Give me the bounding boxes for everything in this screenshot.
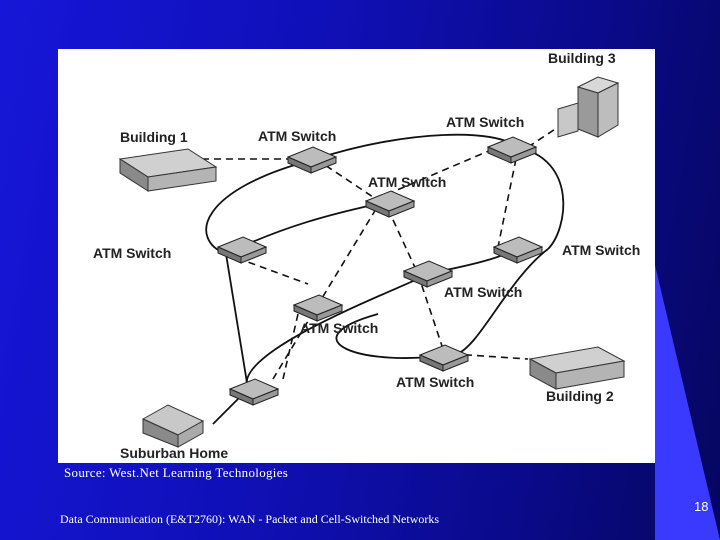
atm-switch-icon [486, 136, 538, 164]
link-solid [315, 133, 517, 160]
atm-switch-label: ATM Switch [258, 128, 336, 144]
link-solid [205, 158, 317, 255]
atm-switch-label: ATM Switch [444, 284, 522, 300]
atm-switch-label: ATM Switch [300, 320, 378, 336]
atm-switch-label: ATM Switch [368, 174, 446, 190]
suburban-home-label: Suburban Home [120, 445, 228, 461]
atm-switch-icon [216, 236, 268, 264]
atm-switch-label: ATM Switch [93, 245, 171, 261]
link-solid [455, 248, 549, 355]
diagram-panel [58, 49, 655, 463]
link-dashed [387, 208, 419, 275]
link-dashed [417, 273, 444, 350]
atm-switches [216, 136, 544, 406]
atm-switch-icon [286, 146, 338, 174]
link-dashed [527, 123, 564, 148]
atm-switch-icon [364, 190, 416, 218]
atm-switch-icon [492, 236, 544, 264]
building-1-icon [118, 148, 218, 192]
suburban-home-icon [141, 404, 205, 448]
link-dashed [282, 313, 299, 380]
building-3-label: Building 3 [548, 50, 616, 66]
network-diagram: Building 3 Building 1 Building 2 Suburba… [93, 50, 640, 461]
building-3-icon [557, 76, 620, 138]
atm-switch-icon [418, 344, 470, 372]
atm-switch-label: ATM Switch [446, 114, 524, 130]
atm-switch-label: ATM Switch [396, 374, 474, 390]
footer-title: Data Communication (E&T2760): WAN - Pack… [60, 512, 440, 526]
link-solid [515, 146, 565, 250]
link-solid [225, 253, 249, 390]
atm-switch-icon [292, 294, 344, 322]
link-dashed [272, 208, 377, 380]
building-2-label: Building 2 [546, 388, 614, 404]
page-number: 18 [694, 499, 709, 514]
building-2-icon [528, 346, 626, 390]
building-1-label: Building 1 [120, 129, 188, 145]
link-dashed [375, 146, 499, 200]
atm-switch-icon [402, 260, 454, 288]
link-dashed [497, 158, 517, 248]
atm-switch-label: ATM Switch [562, 242, 640, 258]
atm-switch-icon [228, 378, 280, 406]
source-caption: Source: West.Net Learning Technologies [64, 465, 289, 480]
